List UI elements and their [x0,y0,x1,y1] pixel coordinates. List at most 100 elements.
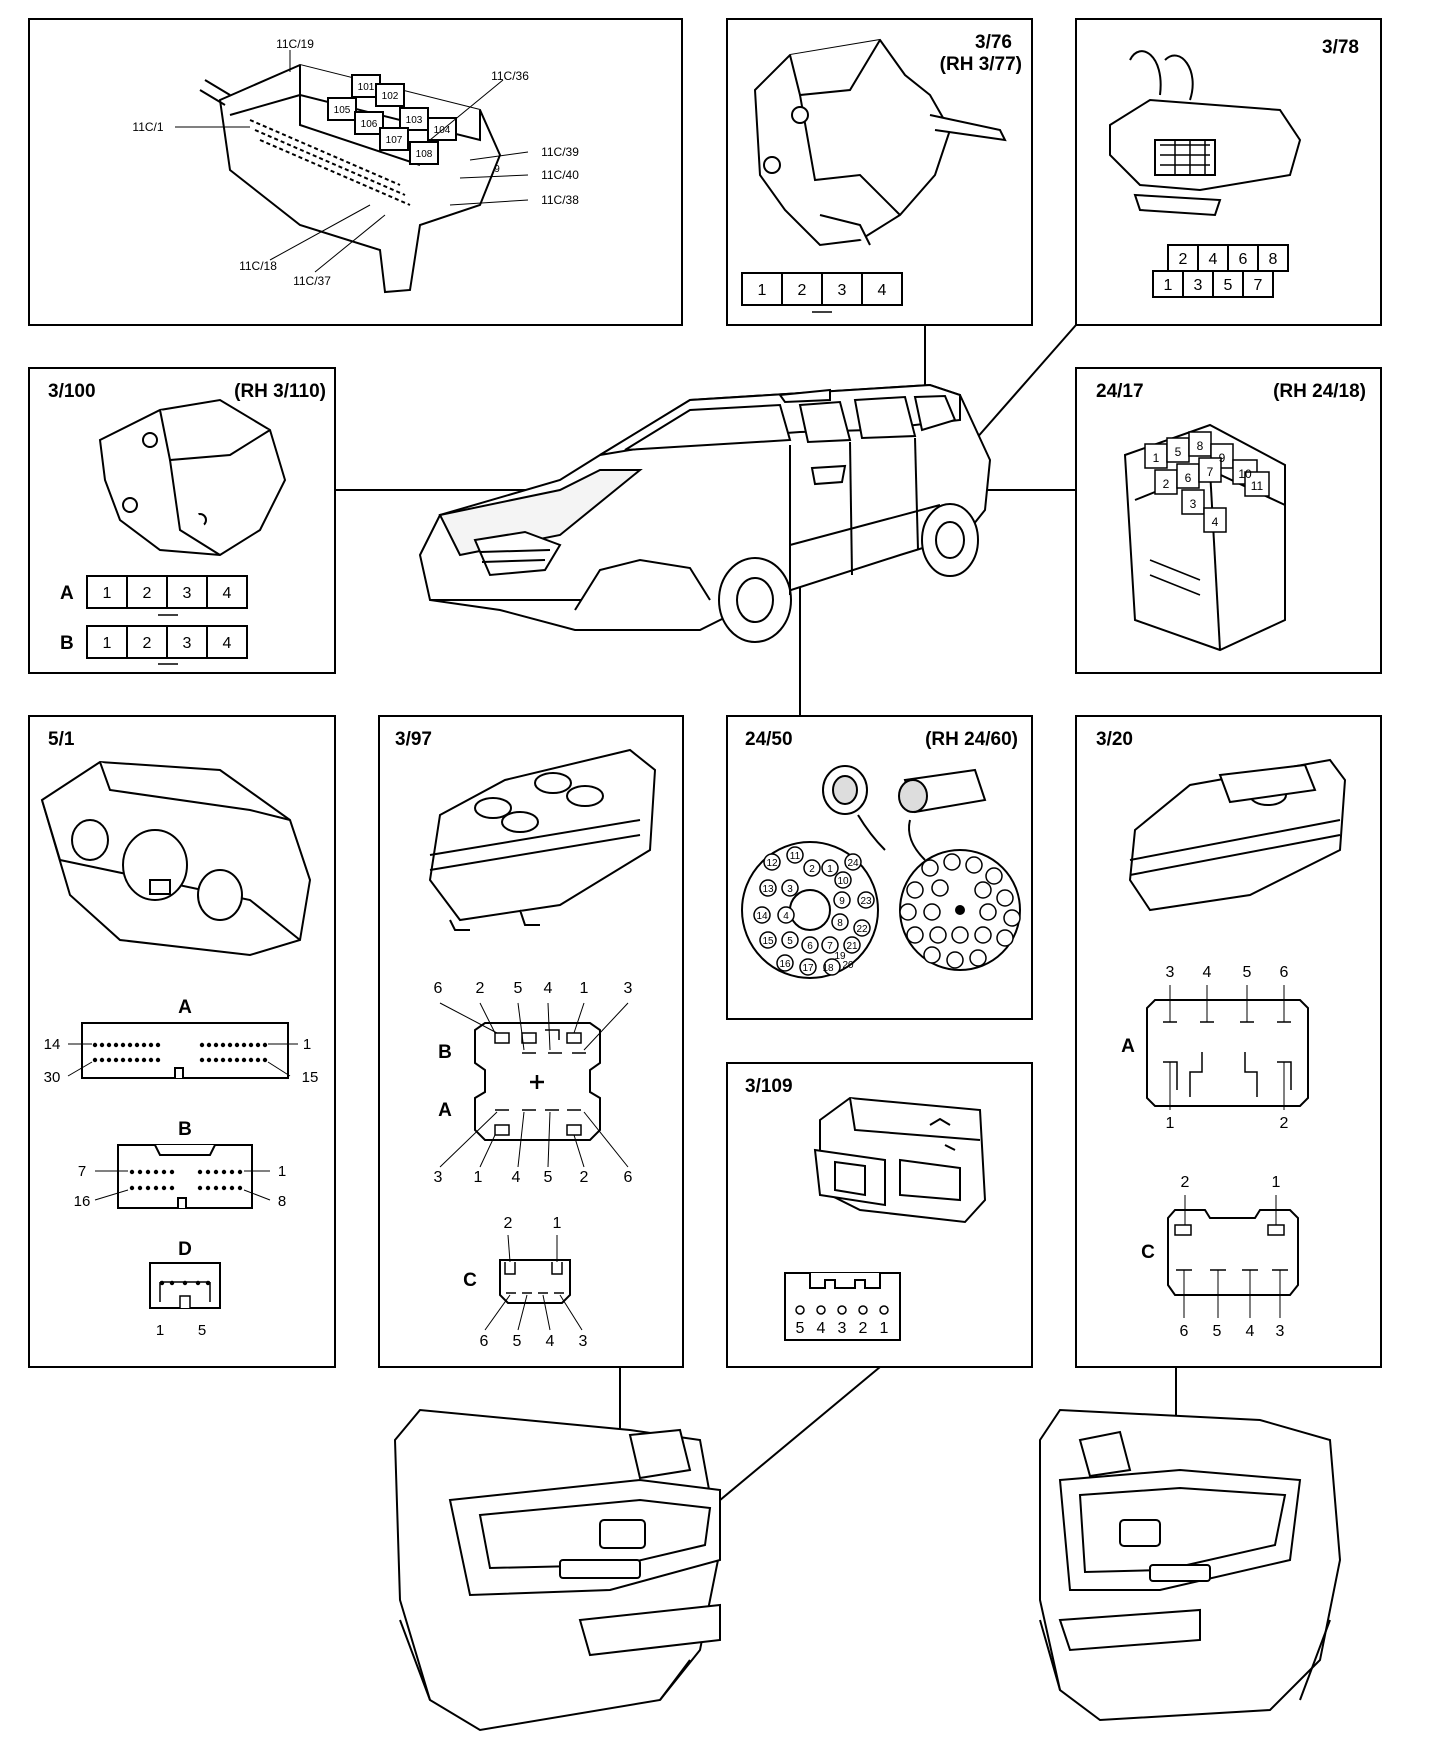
pin-3-97-t2: 2 [476,980,485,997]
row-label-a-3-97: A [438,1100,452,1121]
pin-3-78-7: 7 [1254,277,1263,294]
pin-3-97-c4: 4 [546,1333,555,1350]
pin-24-50-8: 8 [837,918,843,929]
pin-3-20-a2: 2 [1280,1115,1289,1132]
pin-24-17-5: 5 [1175,445,1182,459]
panel-3-97 [378,715,684,1368]
pin-3-78-5: 5 [1224,277,1233,294]
pin-3-109-1: 1 [880,1320,889,1337]
tailgate-switch-drawing [813,1096,987,1224]
pin-24-50-1: 1 [827,864,833,875]
car-illustration [418,383,992,643]
connector-label-b: B [178,1119,192,1140]
component-rh-24-60: (RH 24/60) [925,729,1018,750]
connector-5-1-d [149,1262,221,1309]
fuse-box-leaders [175,50,529,273]
pin-24-50-3: 3 [787,884,793,895]
pin-24-50-16: 16 [779,959,791,970]
relay-106: 106 [361,119,378,130]
panel-3-20 [1075,715,1382,1368]
round-connector-pin-labels: 12 11 2 1 24 10 23 13 3 9 22 14 4 8 21 1… [756,851,872,974]
panel-fusebox [28,18,683,326]
fuse-label-11c-36: 11C/36 [491,69,529,83]
pin-24-50-14: 14 [756,911,768,922]
pin-3-100-b2: 2 [143,635,152,652]
pin-5-1-b16: 16 [74,1193,91,1210]
pin-3-97-t4: 4 [544,980,553,997]
pin-3-76-3: 3 [838,282,847,299]
pin-24-17-6: 6 [1185,471,1192,485]
component-id-3-97: 3/97 [395,729,432,750]
panel-24-17 [1075,367,1382,674]
pin-24-50-2: 2 [809,864,815,875]
connector-label-c-3-20: C [1141,1242,1155,1263]
fuse-label-11c-40: 11C/40 [541,168,579,182]
pin-24-50-12: 12 [766,858,778,869]
pin-24-17-2: 2 [1163,477,1170,491]
fuse-pin-9: 9 [494,164,500,175]
pin-3-20-c3: 3 [1276,1323,1285,1340]
pin-24-50-19: 19 [834,951,846,962]
pin-3-97-t5: 5 [514,980,523,997]
pin-5-1-b7: 7 [78,1163,86,1180]
connector-3-100 [86,575,248,665]
pin-5-1-a30: 30 [44,1069,61,1086]
pin-3-100-a3: 3 [183,585,192,602]
pin-3-97-t3: 3 [624,980,633,997]
component-rh-3-110: (RH 3/110) [234,381,326,402]
connector-3-76 [741,272,903,313]
pin-24-50-6: 6 [807,941,813,952]
pin-5-1-d5: 5 [198,1322,206,1339]
pin-3-97-b1: 1 [474,1169,483,1186]
pin-3-20-a3: 3 [1166,964,1175,981]
component-id-3-20: 3/20 [1096,729,1133,750]
pin-3-78-2: 2 [1179,251,1188,268]
fuse-label-11c-19: 11C/19 [276,37,314,51]
pin-3-97-c6: 6 [480,1333,489,1350]
relay-107: 107 [386,135,403,146]
pin-24-50-7: 7 [827,941,833,952]
pin-3-97-c1: 1 [553,1215,562,1232]
component-id-3-76: 3/76 [975,32,1012,53]
component-rh-24-18: (RH 24/18) [1273,381,1366,402]
pin-3-20-a1: 1 [1166,1115,1175,1132]
door-lock-drawing [753,38,1007,247]
pin-24-50-13: 13 [762,884,774,895]
pin-3-20-c1: 1 [1272,1174,1281,1191]
connector-label-d: D [178,1239,192,1260]
row-label-b: B [60,633,74,654]
component-id-3-100: 3/100 [48,381,96,402]
pin-3-78-3: 3 [1194,277,1203,294]
fuse-label-11c-18: 11C/18 [239,259,277,273]
pin-24-50-21: 21 [846,941,858,952]
pin-24-50-18: 18 [822,963,834,974]
pin-24-17-10: 10 [1238,467,1252,481]
fuse-box-drawing [199,63,502,294]
pin-24-50-11: 11 [790,851,801,862]
pin-24-50-24: 24 [847,858,859,869]
pin-24-50-4: 4 [783,911,789,922]
row-label-b-3-97: B [438,1042,452,1063]
connector-label-c-3-97: C [463,1270,477,1291]
pin-3-78-8: 8 [1269,251,1278,268]
relay-101: 101 [358,82,375,93]
pin-3-97-b6: 6 [624,1169,633,1186]
panel-3-100 [28,367,336,674]
pin-3-20-a4: 4 [1203,964,1212,981]
pin-24-50-22: 22 [856,924,868,935]
pin-3-78-4: 4 [1209,251,1218,268]
relay-108: 108 [416,149,433,160]
pin-3-76-4: 4 [878,282,887,299]
pin-24-17-7: 7 [1207,465,1214,479]
pin-5-1-b1: 1 [278,1163,286,1180]
connector-label-a-3-20: A [1121,1036,1135,1057]
pin-3-109-3: 3 [838,1320,847,1337]
panel-3-76 [726,18,1033,326]
pin-3-100-b4: 4 [223,635,232,652]
pin-3-20-c5: 5 [1213,1323,1222,1340]
panel-5-1 [28,715,336,1368]
connector-3-20-a [1146,985,1309,1110]
connector-24-17 [1144,431,1270,533]
pin-24-17-9: 9 [1219,451,1226,465]
pin-3-100-b1: 1 [103,635,112,652]
